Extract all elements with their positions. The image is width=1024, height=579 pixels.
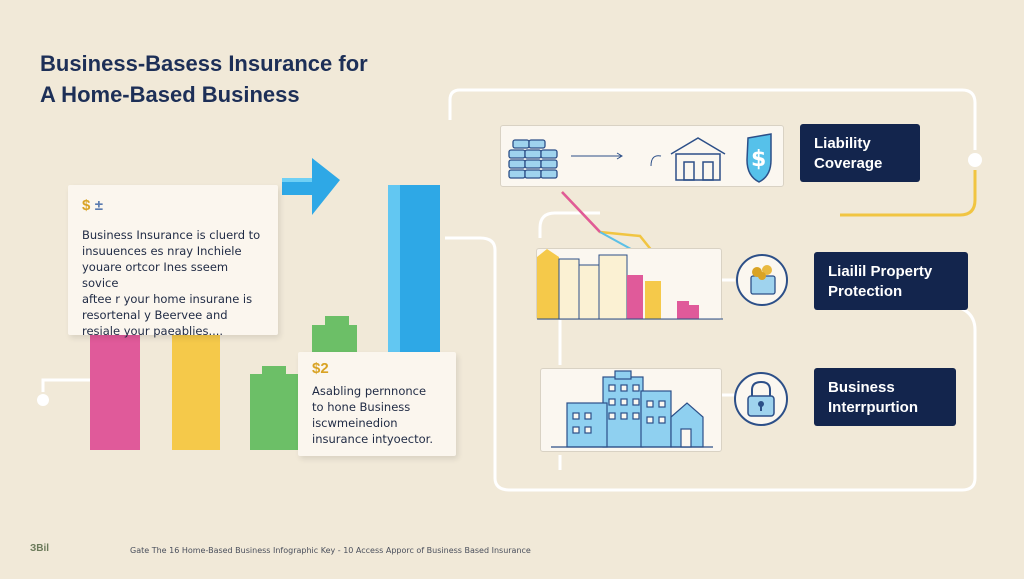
safe-box-icon bbox=[750, 265, 776, 295]
interruption-panel bbox=[540, 368, 722, 452]
left-bar-graphic bbox=[90, 158, 440, 450]
label-line: Coverage bbox=[814, 155, 883, 172]
footer-caption: Gate The 16 Home-Based Business Infograp… bbox=[130, 546, 531, 555]
dollar-icon: $2 bbox=[312, 360, 329, 377]
arrow-right-icon bbox=[571, 152, 662, 167]
green-bar-top bbox=[325, 316, 349, 326]
svg-text:$: $ bbox=[751, 147, 766, 172]
label-line: Business bbox=[828, 379, 895, 396]
blue-arrow bbox=[282, 158, 340, 215]
yellow-bar bbox=[172, 330, 220, 450]
coin-stack-icon bbox=[508, 139, 558, 179]
property-panel bbox=[536, 248, 723, 320]
detail-line: insurance intyoector. bbox=[312, 432, 433, 446]
liability-coverage-label: Liability Coverage bbox=[800, 124, 920, 182]
dollar-icon: $ bbox=[82, 197, 91, 214]
detail-card: $2 Asabling pernnonce to hone Business i… bbox=[298, 352, 456, 456]
property-protection-label: Liailil Property Protection bbox=[814, 252, 968, 310]
interruption-icon-circle bbox=[734, 372, 788, 426]
intro-line: Business Insurance is cluerd to bbox=[82, 228, 261, 242]
liability-panel-graphics: $ bbox=[508, 133, 772, 183]
title-line-1: Business-Basess Insurance for bbox=[40, 51, 368, 76]
bar-chart-icon bbox=[537, 249, 723, 320]
pink-bar bbox=[90, 330, 140, 450]
intro-card: $ ± Business Insurance is cluerd to insu… bbox=[68, 185, 278, 338]
intro-line: resiale your paeablies.... bbox=[82, 324, 224, 338]
interruption-panel-graphics bbox=[551, 370, 713, 448]
intro-line: aftee r your home insurane is bbox=[82, 292, 253, 306]
title-line-2: A Home-Based Business bbox=[40, 82, 300, 107]
detail-line: to hone Business bbox=[312, 400, 411, 414]
label-line: Protection bbox=[828, 283, 903, 300]
intro-card-symbols: $ ± bbox=[82, 197, 264, 215]
liability-panel: $ bbox=[500, 125, 784, 187]
label-line: Liability bbox=[814, 135, 871, 152]
property-icon-circle bbox=[736, 254, 788, 306]
page-title: Business-Basess Insurance for A Home-Bas… bbox=[40, 48, 368, 110]
green-bar-small-top bbox=[262, 366, 286, 376]
property-panel-graphics bbox=[537, 249, 723, 320]
footer-logo: ЗBil bbox=[30, 543, 50, 554]
dollar-shield-icon: $ bbox=[746, 133, 772, 183]
intro-card-text: Business Insurance is cluerd to insuuenc… bbox=[82, 227, 264, 339]
green-bar-small bbox=[250, 374, 298, 450]
house-icon bbox=[670, 137, 726, 181]
label-line: Interrpurtion bbox=[828, 399, 918, 416]
intro-line: insuuences es nray Inchiele bbox=[82, 244, 242, 258]
intro-line: resortenal y Beervee and bbox=[82, 308, 228, 322]
intro-line: youare ortcor Ines sseem sovice bbox=[82, 260, 229, 290]
green-bar bbox=[312, 325, 357, 355]
blue-bar-highlight bbox=[388, 185, 400, 365]
plus-minus-icon: ± bbox=[94, 197, 104, 214]
business-interruption-label: Business Interrpurtion bbox=[814, 368, 956, 426]
padlock-icon bbox=[747, 380, 775, 417]
detail-card-text: Asabling pernnonce to hone Business iscw… bbox=[312, 383, 442, 447]
label-line: Liailil Property bbox=[828, 263, 933, 280]
detail-line: iscwmeinedion bbox=[312, 416, 398, 430]
detail-line: Asabling pernnonce bbox=[312, 384, 427, 398]
buildings-icon bbox=[551, 370, 713, 448]
